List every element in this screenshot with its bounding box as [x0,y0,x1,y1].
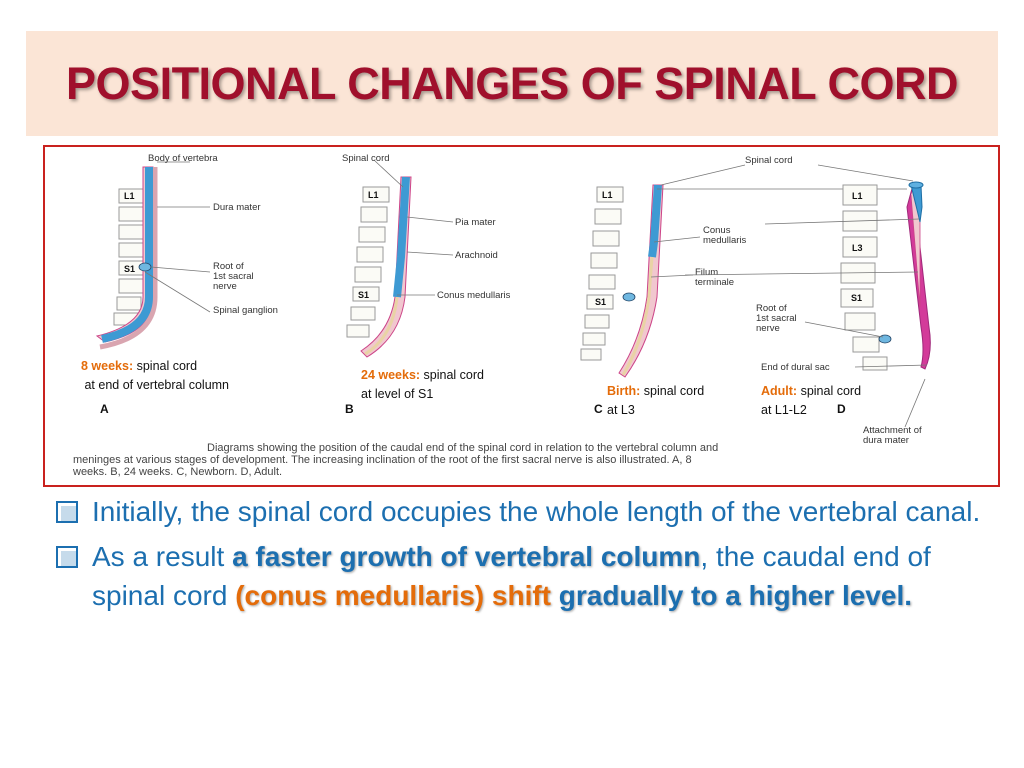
label-spinal-cord-cd: Spinal cord [745,155,793,166]
stage-8-weeks-key: 8 weeks: [81,359,134,373]
label-root-d-3: nerve [756,323,780,334]
bullet-2-mid: , the caudal end of spinal cord [92,541,931,611]
bullet-item-1: Initially, the spinal cord occupies the … [52,492,982,531]
label-body-of-vertebra: Body of vertebra [148,153,218,164]
panel-label-c: C [594,402,603,416]
vertebra-label-d-l1: L1 [852,191,863,201]
label-spinal-cord-b: Spinal cord [342,153,390,164]
label-filum-1: Filum [695,267,718,278]
panel-label-a: A [100,402,109,416]
bullet-2-highlight-level: gradually to a higher level. [558,580,913,611]
label-spinal-ganglion: Spinal ganglion [213,305,278,316]
label-root-3: nerve [213,281,237,292]
label-dura-mater: Dura mater [213,202,261,213]
bullet-2-highlight-conus: (conus medullaris) shift [235,580,552,611]
stage-adult: Adult: spinal cord at L1-L2 [761,382,861,420]
diagram-a: Body of vertebra Dura mater Root of 1st … [95,153,278,416]
stage-birth-line2: at L3 [607,403,635,417]
label-attach-1: Attachment of [863,425,922,436]
stage-8-weeks: 8 weeks: spinal cord at end of vertebral… [81,357,229,395]
panel-label-d: D [837,402,846,416]
label-filum-2: terminale [695,277,734,288]
vertebra-label-c-s1: S1 [595,297,606,307]
bullet-2-post [551,580,559,611]
caption-line-2: meninges at various stages of developmen… [73,454,692,466]
stage-24-weeks-text: spinal cord [420,368,485,382]
stage-birth-key: Birth: [607,384,641,398]
checkbox-bullet-icon [56,501,78,523]
bullet-list: Initially, the spinal cord occupies the … [52,492,982,621]
label-conus-medullaris-b: Conus medullaris [437,290,511,301]
checkbox-bullet-icon [56,546,78,568]
vertebra-label-a-s1: S1 [124,264,135,274]
stage-birth: Birth: spinal cord at L3 [607,382,704,420]
vertebra-label-b-l1: L1 [368,190,379,200]
bullet-2-pre: As a result [92,541,233,572]
bullet-2-highlight-growth: a faster growth of vertebral column [232,541,701,572]
label-root-d-2: 1st sacral [756,313,797,324]
diagram-d: Root of 1st sacral nerve End of dural sa… [684,164,931,446]
label-conus-1: Conus [703,225,731,236]
stage-adult-key: Adult: [761,384,798,398]
vertebra-label-b-s1: S1 [358,290,369,300]
bullet-item-2: As a result a faster growth of vertebral… [52,537,982,615]
stage-8-weeks-text: spinal cord [133,359,198,373]
label-root-d-1: Root of [756,303,787,314]
label-root-1: Root of [213,261,244,272]
label-pia-mater: Pia mater [455,217,496,228]
vertebra-label-c-l1: L1 [602,190,613,200]
stage-24-weeks-key: 24 weeks: [361,368,421,382]
label-end-dural-sac: End of dural sac [761,362,830,373]
development-figure: Body of vertebra Dura mater Root of 1st … [43,145,1000,487]
bullet-1-text: Initially, the spinal cord occupies the … [92,496,981,527]
stage-24-weeks-line2: at level of S1 [361,387,434,401]
title-band: POSITIONAL CHANGES OF SPINAL CORD [26,31,998,136]
stage-adult-line2: at L1-L2 [761,403,807,417]
caption-line-3: weeks. B, 24 weeks. C, Newborn. D, Adult… [72,466,282,478]
vertebra-label-d-l3: L3 [852,243,863,253]
label-conus-2: medullaris [703,235,747,246]
vertebra-label-a-l1: L1 [124,191,135,201]
caption-line-1: Diagrams showing the position of the cau… [207,442,718,454]
panel-label-b: B [345,402,354,416]
stage-birth-text: spinal cord [640,384,705,398]
slide-title: POSITIONAL CHANGES OF SPINAL CORD [66,58,958,109]
diagram-c: Spinal cord Conus medullaris Filum termi… [580,155,907,416]
label-arachnoid: Arachnoid [455,250,498,261]
diagram-b: Spinal cord Pia mater Arachnoid Conus me… [342,153,511,416]
label-root-2: 1st sacral [213,271,254,282]
stage-8-weeks-line2: at end of vertebral column [84,378,230,392]
label-attach-2: dura mater [863,435,909,446]
stage-adult-text: spinal cord [797,384,862,398]
stage-24-weeks: 24 weeks: spinal cord at level of S1 [361,366,484,404]
figure-illustration: Body of vertebra Dura mater Root of 1st … [72,153,931,478]
vertebra-label-d-s1: S1 [851,293,862,303]
